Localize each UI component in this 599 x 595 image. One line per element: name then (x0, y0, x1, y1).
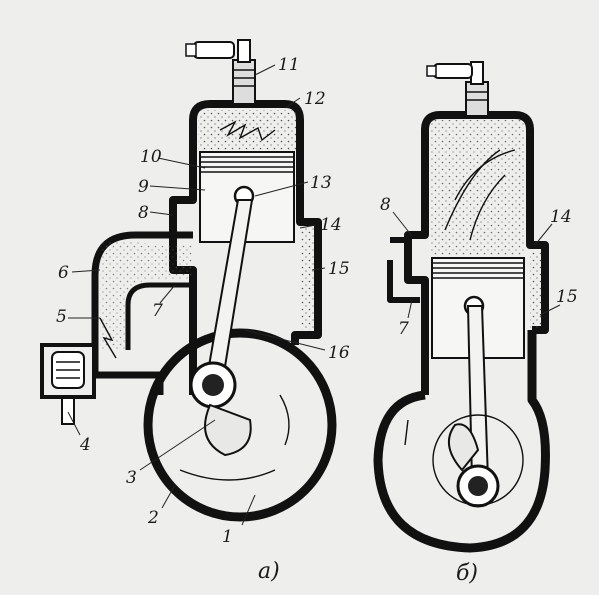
label-b-8: 8 (380, 195, 391, 215)
label-a-16: 16 (328, 343, 350, 363)
label-a-7: 7 (152, 301, 163, 321)
label-a-2: 2 (147, 508, 159, 528)
caption-a: a) (258, 559, 280, 584)
spark-plug-a (185, 39, 256, 105)
crankcase-b (373, 330, 550, 553)
crankcase-a (143, 328, 337, 522)
label-a-10: 10 (140, 147, 162, 167)
label-a-13: 13 (310, 173, 332, 193)
labels-b: 7 8 14 15 б) (380, 195, 578, 586)
crankshaft-b (432, 414, 524, 508)
intake-port-b (387, 237, 420, 303)
label-a-14: 14 (320, 215, 342, 235)
transfer-channel-a (300, 228, 314, 330)
label-a-11: 11 (278, 55, 300, 75)
label-b-7: 7 (398, 319, 409, 339)
label-b-15: 15 (556, 287, 578, 307)
label-a-8: 8 (138, 203, 149, 223)
label-a-4: 4 (79, 435, 91, 455)
label-a-12: 12 (304, 89, 326, 109)
label-a-15: 15 (328, 259, 350, 279)
carburetor-a (40, 317, 117, 425)
leader-lines-b (392, 211, 561, 319)
label-a-5: 5 (56, 307, 67, 327)
combustion-chamber-a (198, 110, 296, 152)
label-a-6: 6 (58, 263, 69, 283)
label-b-14: 14 (550, 207, 572, 227)
engine-a (40, 39, 337, 522)
labels-a: 1 2 3 4 5 6 7 8 9 10 11 12 13 14 15 16 a… (56, 55, 350, 584)
caption-b: б) (456, 561, 478, 586)
label-a-9: 9 (138, 177, 149, 197)
spark-plug-b (426, 61, 489, 117)
transfer-channel-b (530, 252, 542, 330)
label-a-1: 1 (222, 527, 233, 547)
engine-b (373, 61, 550, 553)
cylinder-b (404, 111, 549, 395)
label-a-3: 3 (126, 468, 137, 488)
leader-lines-a (67, 64, 326, 526)
cylinder-charge-b (430, 120, 525, 255)
crankshaft-a (189, 361, 252, 457)
